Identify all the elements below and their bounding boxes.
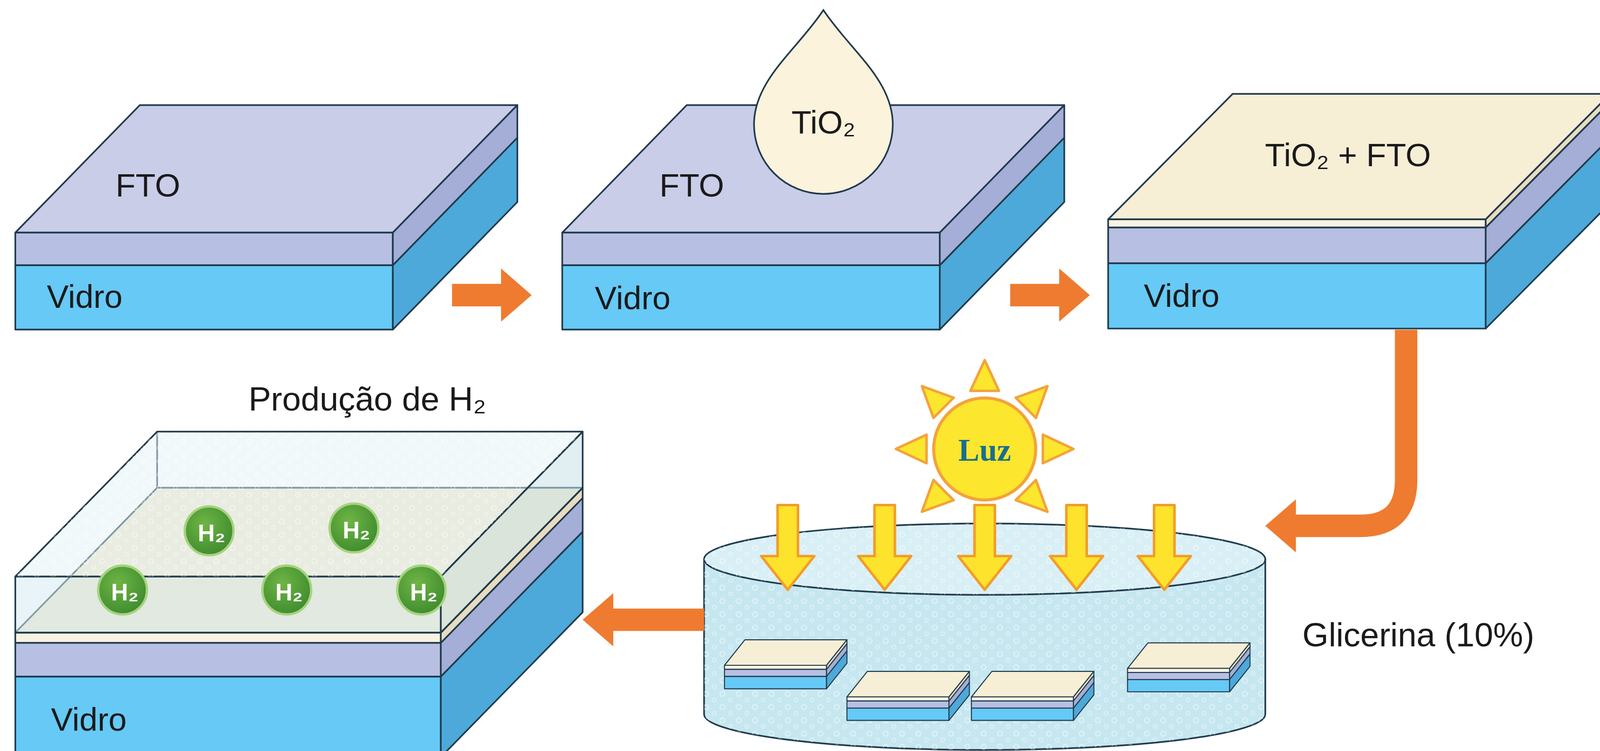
substrate-label: Vidro (594, 280, 671, 317)
light-label: Luz (958, 432, 1011, 468)
light-arrow (761, 504, 815, 590)
reactor-slab (15, 642, 441, 677)
sun-symbol (911, 479, 954, 522)
sun-symbol (1015, 479, 1058, 522)
substrate-label: Vidro (51, 701, 127, 738)
glass-slab (15, 105, 518, 330)
glycerol-dish (1127, 642, 1251, 692)
coated-slab (1108, 263, 1486, 329)
sun-symbol (895, 434, 927, 463)
light-arrow (857, 504, 911, 590)
process-arrow (1265, 329, 1407, 552)
glass-slab (15, 265, 393, 330)
reactor-slab (15, 431, 583, 751)
light-arrow (958, 504, 1012, 590)
bubble-label: H₂ (197, 520, 226, 547)
bubble-label: H₂ (275, 579, 303, 606)
reactor-slab (15, 431, 583, 577)
drop-outline (751, 8, 895, 196)
arrow-shaft (612, 608, 705, 631)
process-arrow (1010, 268, 1090, 322)
step-heading: Produção de H₂ (248, 380, 487, 418)
h2-bubble: H₂ (328, 502, 380, 554)
bubble-label: H₂ (410, 579, 438, 606)
layer-label: TiO₂ + FTO (1264, 137, 1432, 174)
arrow-shaft (1294, 329, 1406, 526)
arrow-shaft (1010, 283, 1061, 306)
process-arrow (582, 592, 705, 646)
light-arrow (761, 504, 1192, 590)
h2-bubble: H₂ (261, 564, 313, 616)
arrow-head (1059, 268, 1090, 322)
reactor-slab (15, 676, 441, 751)
sun-symbol (933, 397, 1036, 500)
arrow-head (1265, 498, 1297, 552)
process-arrow (451, 268, 532, 322)
layer-label: FTO (115, 167, 181, 204)
glycerol-dish (847, 671, 970, 720)
glass-slab (562, 265, 940, 330)
bubble-label: H₂ (342, 517, 371, 544)
h2-bubble: H₂ (183, 504, 235, 557)
glycerol-dish: Glicerina (10%) (704, 523, 1266, 751)
reactor-slab (15, 431, 583, 577)
coated-slab (1108, 227, 1486, 264)
tio2-drop: TiO₂ (751, 8, 895, 196)
sun-symbol (1015, 375, 1058, 418)
glass-slab (15, 232, 393, 266)
sun-symbol (911, 375, 954, 418)
h2-bubble: H₂ (396, 564, 448, 616)
solution-label: Glicerina (10%) (1302, 616, 1535, 654)
drop-outline (753, 10, 893, 195)
sun-symbol (895, 360, 1074, 522)
reactor-slab (15, 576, 441, 633)
glycerol-dish (971, 671, 1095, 720)
sun-symbol (1043, 434, 1074, 463)
glass-slab (562, 232, 940, 266)
glycerol-dish (724, 639, 848, 689)
h2-bubble: H₂ (97, 564, 149, 616)
coated-slab: TiO₂ + FTO Vidro (1089, 93, 1600, 330)
arrow-shaft (451, 283, 503, 306)
sun-disc: Luz (933, 397, 1036, 501)
coated-slab (1108, 93, 1600, 329)
reactor-slab (15, 632, 441, 643)
arrow-head (582, 592, 614, 646)
glass-slab (939, 137, 1065, 330)
sun-symbol (895, 360, 1074, 522)
glass-slab (392, 137, 518, 330)
glass-slab: FTO Vidro (15, 105, 452, 330)
substrate-label: Vidro (46, 279, 123, 316)
sun-symbol (970, 360, 999, 391)
substrate-label: Vidro (1143, 277, 1220, 314)
coated-slab (1108, 219, 1486, 228)
light-arrow (1050, 504, 1104, 590)
reactor-slab: Produção de H₂VidroH₂H₂H₂H₂H₂ (15, 431, 583, 751)
light-arrow (1137, 504, 1191, 590)
arrow-head (501, 268, 532, 322)
bubble-label: H₂ (111, 579, 139, 606)
layer-label: TiO₂ (791, 104, 856, 141)
layer-label: FTO (659, 167, 725, 204)
coated-slab (1485, 137, 1600, 329)
